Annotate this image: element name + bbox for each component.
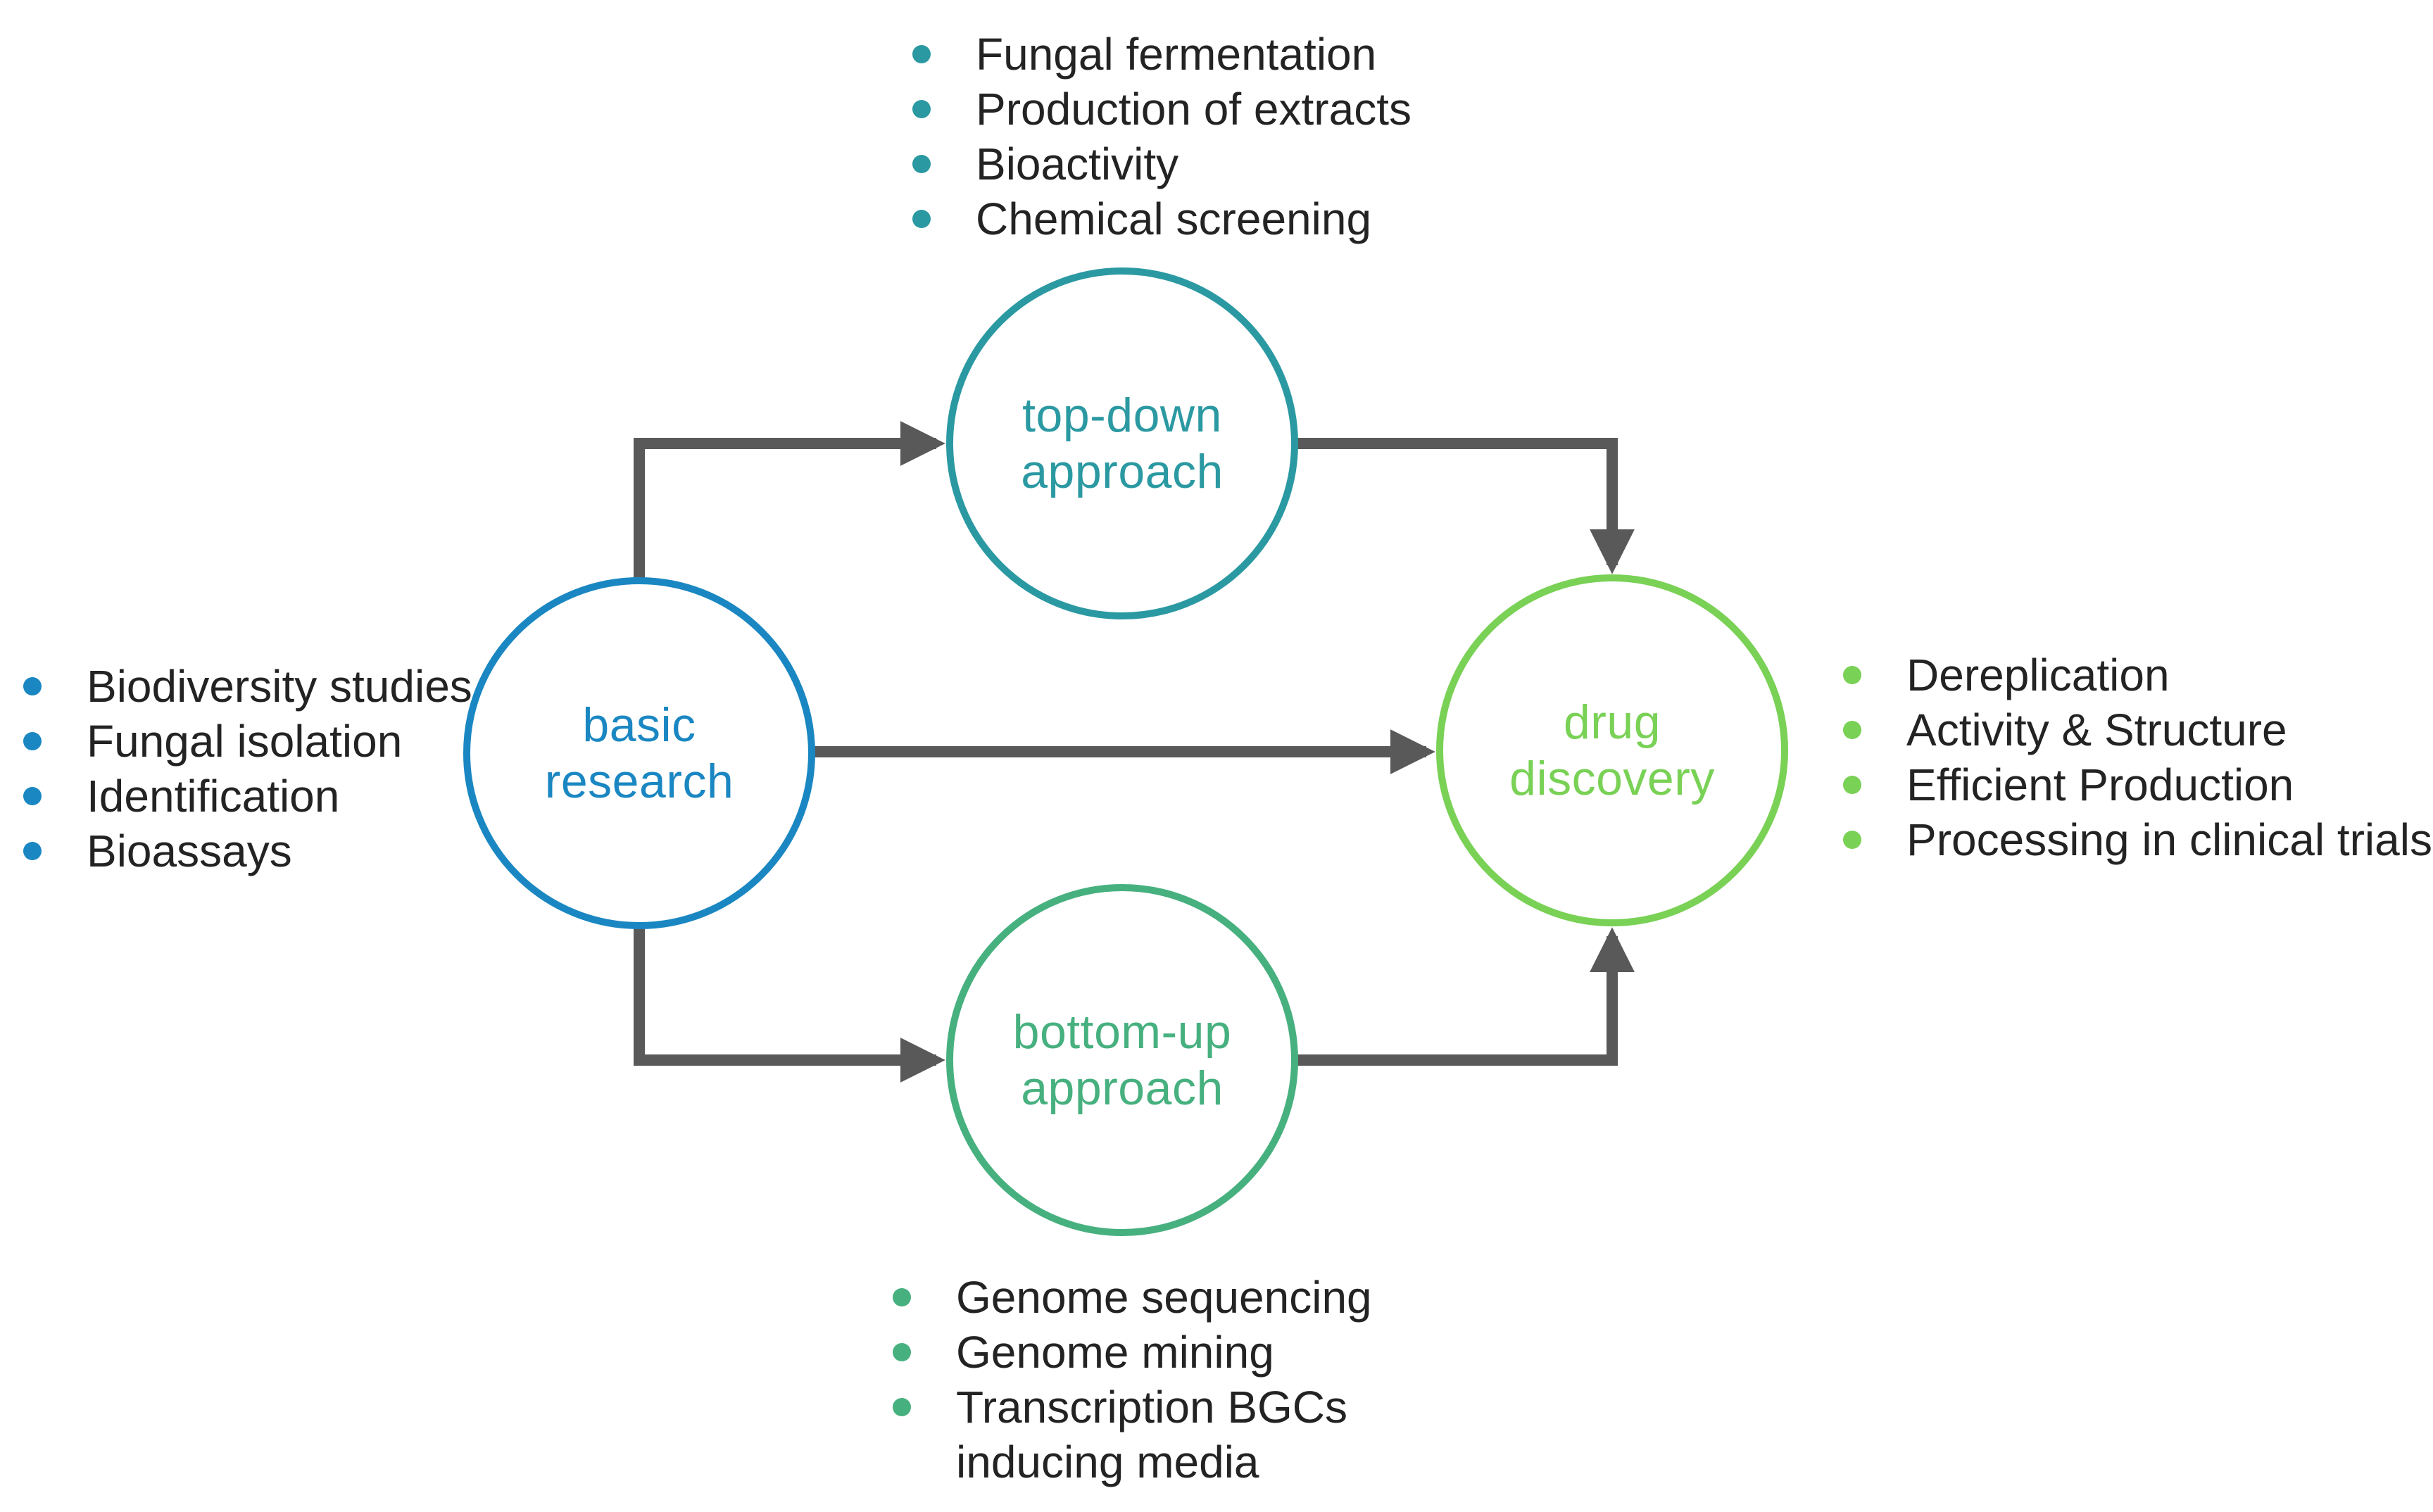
- list-item: Genome sequencing: [893, 1270, 1372, 1325]
- list-drug-discovery-details: Dereplication Activity & Structure Effic…: [1843, 648, 2432, 867]
- list-item-label: Fungal fermentation: [976, 29, 1377, 80]
- list-item-label: Bioactivity: [976, 139, 1179, 189]
- list-bottom-up-details: Genome sequencing Genome mining Transcri…: [893, 1270, 1372, 1489]
- list-item: Bioassays: [23, 824, 472, 878]
- list-item-label: Processing in clinical trials: [1906, 814, 2432, 865]
- bullet-icon: [912, 155, 931, 173]
- node-bottom-up-approach-label: bottom-up approach: [1012, 1005, 1232, 1115]
- node-top-down-approach-label: top-down approach: [1021, 389, 1224, 498]
- list-item-label: Identification: [87, 771, 340, 821]
- bullet-icon: [1843, 721, 1861, 739]
- connector-topdown-to-drugdiscovery: [1297, 438, 1635, 574]
- node-bottom-up-approach: bottom-up approach: [946, 884, 1298, 1236]
- bullet-icon: [23, 787, 42, 805]
- node-drug-discovery-label: drug discovery: [1509, 695, 1715, 805]
- list-item: Bioactivity: [912, 137, 1412, 191]
- list-item: Dereplication: [1843, 648, 2432, 703]
- node-basic-research: basic research: [463, 577, 815, 929]
- list-item-label: Genome mining: [956, 1327, 1274, 1378]
- list-item: Fungal fermentation: [912, 27, 1412, 82]
- bullet-icon: [893, 1288, 911, 1306]
- bullet-icon: [893, 1343, 911, 1361]
- list-item-label: Efficient Production: [1906, 760, 2294, 810]
- list-item: Biodiversity studies: [23, 659, 472, 714]
- bullet-icon: [912, 210, 931, 228]
- connector-basic-to-topdown: [634, 421, 945, 579]
- bullet-icon: [912, 100, 931, 118]
- list-item-label: Fungal isolation: [87, 716, 403, 767]
- list-item: Activity & Structure: [1843, 703, 2432, 757]
- list-item-label: Bioassays: [87, 826, 292, 876]
- bullet-icon: [1843, 666, 1861, 684]
- list-item: Identification: [23, 769, 472, 824]
- list-item-label: Dereplication: [1906, 650, 2170, 700]
- list-item-label: Chemical screening: [976, 194, 1372, 244]
- list-item: Efficient Production: [1843, 757, 2432, 812]
- list-basic-research-details: Biodiversity studies Fungal isolation Id…: [23, 659, 472, 878]
- list-item: Fungal isolation: [23, 714, 472, 769]
- list-top-down-details: Fungal fermentation Production of extrac…: [912, 27, 1412, 246]
- bullet-icon: [23, 842, 42, 860]
- connector-basic-to-bottomup: [634, 928, 945, 1083]
- list-item: Genome mining: [893, 1325, 1372, 1380]
- list-item-label: Production of extracts: [976, 84, 1412, 134]
- list-item: Transcription BGCs inducing media: [893, 1380, 1372, 1489]
- list-item-label: Transcription BGCs inducing media: [956, 1382, 1347, 1487]
- bullet-icon: [1843, 831, 1861, 849]
- bullet-icon: [23, 732, 42, 750]
- list-item-label: Activity & Structure: [1906, 705, 2287, 755]
- list-item: Processing in clinical trials: [1843, 812, 2432, 867]
- bullet-icon: [912, 45, 931, 63]
- node-drug-discovery: drug discovery: [1436, 574, 1788, 926]
- bullet-icon: [893, 1398, 911, 1416]
- list-item: Chemical screening: [912, 191, 1412, 246]
- node-basic-research-label: basic research: [544, 698, 734, 808]
- bullet-icon: [23, 677, 42, 695]
- list-item-label: Biodiversity studies: [87, 661, 472, 712]
- bullet-icon: [1843, 776, 1861, 794]
- node-top-down-approach: top-down approach: [946, 267, 1298, 619]
- list-item-label: Genome sequencing: [956, 1272, 1372, 1323]
- list-item: Production of extracts: [912, 82, 1412, 137]
- connector-bottomup-to-drugdiscovery: [1297, 927, 1635, 1066]
